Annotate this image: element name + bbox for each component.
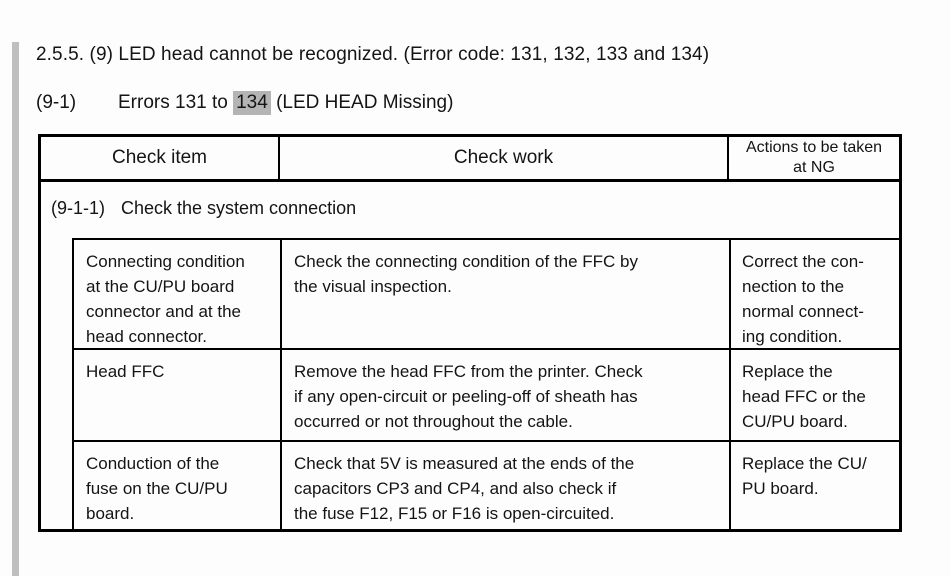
cell-check-item: Connecting condition at the CU/PU board … bbox=[74, 240, 282, 348]
section-heading: (9-1) Errors 131 to 134 (LED HEAD Missing… bbox=[36, 91, 454, 115]
cell-action: Correct the con- nection to the normal c… bbox=[742, 252, 864, 346]
table-row: Connecting condition at the CU/PU board … bbox=[74, 240, 899, 350]
cell-action: Replace the CU/ PU board. bbox=[742, 454, 867, 498]
header-actions-at-ng: Actions to be taken at NG bbox=[745, 139, 883, 176]
cell-action: Replace the head FFC or the CU/PU board. bbox=[742, 362, 866, 431]
cell-check-item: Head FFC bbox=[74, 350, 282, 440]
page-title: 2.5.5. (9) LED head cannot be recognized… bbox=[36, 44, 710, 65]
header-check-item: Check item bbox=[41, 137, 280, 179]
group-row: (9-1-1) Check the system connection bbox=[41, 182, 899, 238]
cell-check-work: Check the connecting condition of the FF… bbox=[282, 240, 731, 348]
section-text-post: (LED HEAD Missing) bbox=[270, 92, 454, 113]
cell-check-work: Check that 5V is measured at the ends of… bbox=[282, 442, 731, 529]
cell-check-work: Remove the head FFC from the printer. Ch… bbox=[282, 350, 731, 440]
group-label: Check the system connection bbox=[121, 198, 357, 218]
group-number: (9-1-1) bbox=[51, 198, 106, 218]
highlighted-error-code: 134 bbox=[233, 91, 271, 115]
sub-table: Connecting condition at the CU/PU board … bbox=[72, 238, 899, 529]
header-check-work: Check work bbox=[280, 137, 729, 179]
table-row: Conduction of the fuse on the CU/PU boar… bbox=[74, 442, 899, 529]
section-number: (9-1) bbox=[36, 92, 77, 113]
cell-check-item: Conduction of the fuse on the CU/PU boar… bbox=[74, 442, 282, 529]
table-row: Head FFC Remove the head FFC from the pr… bbox=[74, 350, 899, 442]
troubleshooting-table: Check item Check work Actions to be take… bbox=[38, 134, 902, 532]
page-margin-bar bbox=[12, 42, 19, 576]
section-text-pre: Errors 131 to bbox=[118, 92, 234, 113]
table-header-row: Check item Check work Actions to be take… bbox=[41, 137, 899, 182]
